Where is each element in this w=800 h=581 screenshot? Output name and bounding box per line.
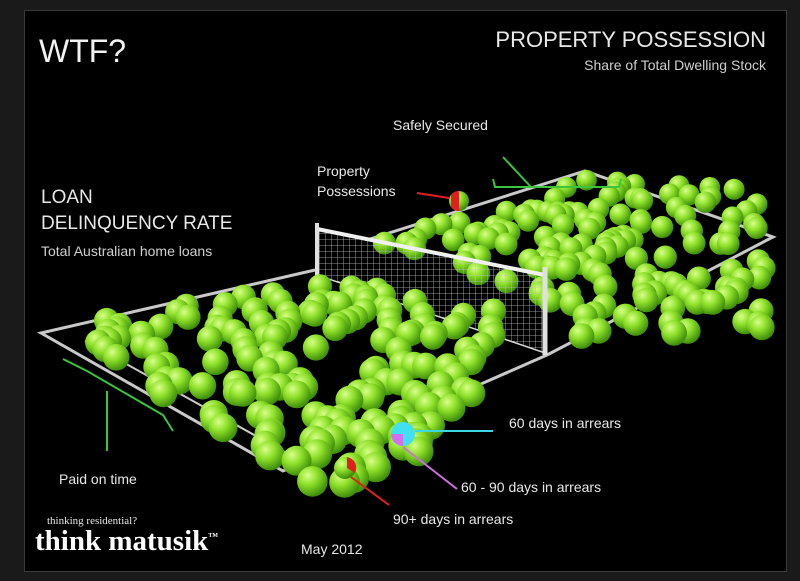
tennis-ball [661, 319, 687, 346]
tennis-ball [441, 228, 465, 252]
tennis-ball [653, 245, 677, 269]
tennis-ball [682, 231, 706, 255]
tennis-ball [448, 211, 471, 234]
label-60-days: 60 days in arrears [509, 415, 622, 431]
tennis-ball [202, 348, 229, 376]
label-property-possessions-line1: Property [317, 163, 370, 179]
property-possession-subtitle: Share of Total Dwelling Stock [584, 57, 766, 73]
tennis-ball [630, 211, 653, 234]
tennis-ball [593, 274, 618, 299]
tennis-ball [745, 216, 768, 239]
arrears-60-90-ball-portion [391, 434, 403, 446]
tennis-ball [494, 232, 518, 256]
arrears-90-pointer [350, 476, 390, 506]
tennis-ball [228, 379, 257, 407]
tennis-ball [297, 466, 328, 497]
label-property-possessions-line2: Possessions [317, 183, 396, 199]
infographic-panel: WTF? PROPERTY POSSESSION Share of Total … [24, 10, 787, 572]
tennis-ball [749, 314, 775, 341]
tennis-ball [609, 203, 632, 226]
tennis-ball [694, 191, 717, 213]
label-90-plus-days: 90+ days in arrears [393, 511, 514, 527]
tennis-ball [412, 352, 439, 380]
tennis-ball [302, 334, 329, 361]
footer-date: May 2012 [301, 541, 363, 557]
safely-secured-pointer [502, 156, 532, 188]
label-60-90-days: 60 - 90 days in arrears [461, 479, 602, 495]
paid-on-time-bracket [62, 358, 174, 432]
tennis-ball [208, 413, 238, 443]
safely-secured-bracket [492, 178, 622, 188]
tennis-ball [196, 325, 223, 352]
tennis-ball [281, 445, 312, 476]
tennis-ball [554, 257, 578, 281]
loan-title-line1: LOAN [41, 187, 93, 208]
tennis-ball [723, 178, 745, 200]
tennis-court-diagram [36, 156, 777, 506]
tennis-ball [651, 215, 674, 239]
tennis-ball [255, 440, 285, 471]
pointer-lines [62, 156, 622, 506]
property-possession-title: PROPERTY POSSESSION [495, 27, 766, 52]
tennis-ball [477, 227, 500, 250]
tennis-ball [282, 380, 311, 409]
tennis-ball [322, 315, 348, 342]
tennis-ball [441, 313, 468, 340]
tennis-ball [568, 323, 595, 349]
tennis-ball [356, 383, 385, 411]
tennis-ball [102, 344, 130, 371]
arrears-90-ball-red-portion [347, 457, 357, 473]
property-possessions-pointer [416, 192, 450, 199]
tennis-ball [495, 200, 518, 223]
tennis-ball [302, 301, 328, 327]
label-safely-secured: Safely Secured [393, 117, 488, 133]
tennis-ball [175, 304, 201, 330]
footer-tagline: thinking residential? [47, 515, 138, 527]
arrears-60-90-pointer [402, 446, 458, 490]
trademark-symbol: ™ [208, 531, 219, 543]
brand-logo: think matusik™ [35, 525, 218, 558]
tennis-ball [188, 372, 217, 400]
brand-name: think matusik [35, 525, 209, 557]
tennis-ball [700, 290, 726, 315]
property-possession-ball-red-portion [451, 191, 459, 211]
tennis-ball [631, 189, 654, 212]
page-heading: WTF? [39, 33, 127, 69]
label-paid-on-time: Paid on time [59, 471, 137, 487]
loan-title-line2: DELINQUENCY RATE [41, 213, 233, 234]
tennis-ball [420, 323, 446, 350]
tennis-ball [633, 287, 659, 313]
tennis-ball [149, 379, 178, 408]
tennis-ball [403, 436, 434, 467]
tennis-ball [623, 310, 649, 336]
tennis-ball [576, 169, 597, 191]
tennis-ball [253, 377, 281, 406]
tennis-ball [716, 232, 740, 256]
tennis-ball [437, 393, 466, 422]
tennis-ball [457, 379, 486, 408]
tennis-ball [551, 214, 575, 237]
loan-subtitle: Total Australian home loans [41, 243, 213, 259]
tennis-ball [517, 209, 539, 232]
